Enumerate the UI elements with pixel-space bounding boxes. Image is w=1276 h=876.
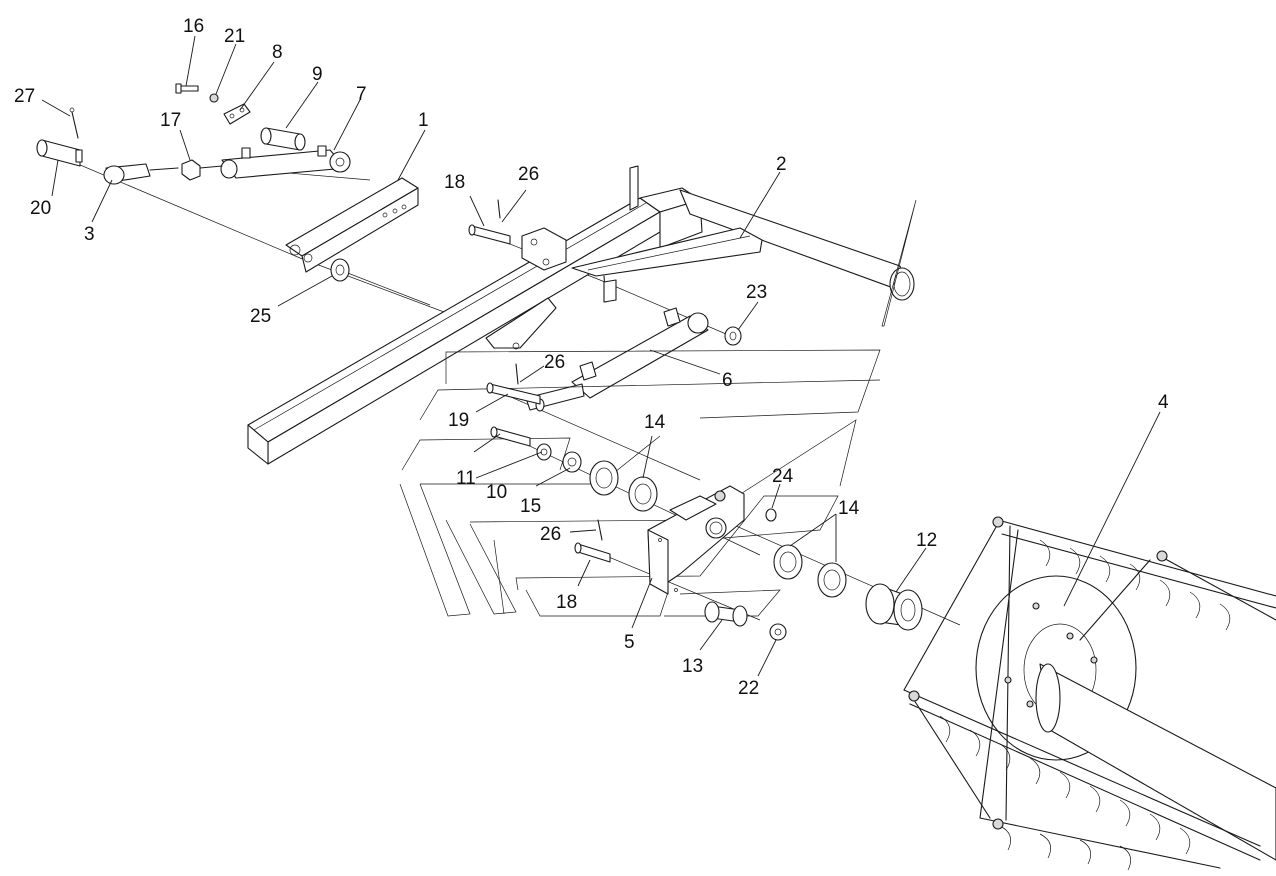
callout-27: 27 <box>14 86 35 107</box>
callout-12: 12 <box>916 530 937 551</box>
part-15-washer <box>562 451 582 473</box>
part-2-frame-tube <box>521 165 915 303</box>
callout-23: 23 <box>746 282 767 303</box>
part-18-pin-upper <box>468 224 511 245</box>
callout-labels: 1 2 3 4 5 6 7 8 9 10 11 12 13 14 14 15 1… <box>14 16 1169 699</box>
part-4-reel-assembly <box>903 516 1276 871</box>
callout-5: 5 <box>624 632 635 653</box>
part-26-cotter-middle <box>515 363 519 385</box>
callout-14-upper: 14 <box>644 412 666 433</box>
part-21-nut <box>209 93 219 103</box>
part-19-pin <box>486 382 541 405</box>
callout-1: 1 <box>418 110 429 131</box>
part-8-lock-plate <box>223 103 251 125</box>
part-6-hydraulic-cylinder <box>525 307 709 412</box>
callout-4: 4 <box>1158 392 1169 413</box>
part-10-washer <box>536 443 552 461</box>
callout-18-lower: 18 <box>556 592 577 613</box>
part-14-bushing-upper <box>589 460 658 512</box>
callout-leaders <box>41 35 1161 677</box>
callout-24: 24 <box>772 466 794 487</box>
part-14-bushing-lower <box>773 544 847 598</box>
callout-14-lower: 14 <box>838 498 860 519</box>
part-5-bearing-bracket <box>647 485 745 595</box>
callout-6: 6 <box>722 370 733 391</box>
part-23-washer <box>724 326 742 346</box>
part-9-pin <box>260 127 306 151</box>
part-24-washer <box>765 508 777 522</box>
callout-8: 8 <box>272 42 283 63</box>
callout-10: 10 <box>486 482 507 503</box>
callout-15: 15 <box>520 496 541 517</box>
part-27-cotter-pin <box>69 107 79 139</box>
callout-2: 2 <box>776 154 787 175</box>
part-26-cotter-lower <box>597 519 603 541</box>
callout-22: 22 <box>738 678 759 699</box>
callout-25: 25 <box>250 306 271 327</box>
part-13-bushing <box>704 601 748 627</box>
callout-17: 17 <box>160 110 181 131</box>
callout-19: 19 <box>448 410 469 431</box>
callout-7: 7 <box>356 84 367 105</box>
callout-3: 3 <box>84 224 95 245</box>
part-7-hydraulic-cylinder <box>199 145 351 179</box>
part-20-pin <box>36 139 83 167</box>
part-26-cotter-upper <box>497 199 501 219</box>
callout-13: 13 <box>682 656 703 677</box>
part-22-washer <box>769 623 787 641</box>
part-11-pin <box>490 426 531 447</box>
part-16-bolt <box>175 83 199 94</box>
callout-26-upper: 26 <box>518 164 539 185</box>
part-18-pin-lower <box>574 542 611 563</box>
callout-26-lower: 26 <box>540 524 561 545</box>
callout-9: 9 <box>312 64 323 85</box>
callout-20: 20 <box>30 198 51 219</box>
callout-21: 21 <box>224 26 245 47</box>
callout-11: 11 <box>456 468 476 489</box>
callout-16: 16 <box>183 16 204 37</box>
callout-26-middle: 26 <box>544 352 565 373</box>
part-3-fitting <box>103 163 179 185</box>
callout-18-upper: 18 <box>444 172 465 193</box>
mounting-bracket-outline <box>399 199 917 617</box>
part-25-washer <box>330 258 350 282</box>
part-17-coupling <box>181 159 201 181</box>
part-12-sleeve <box>865 583 923 631</box>
